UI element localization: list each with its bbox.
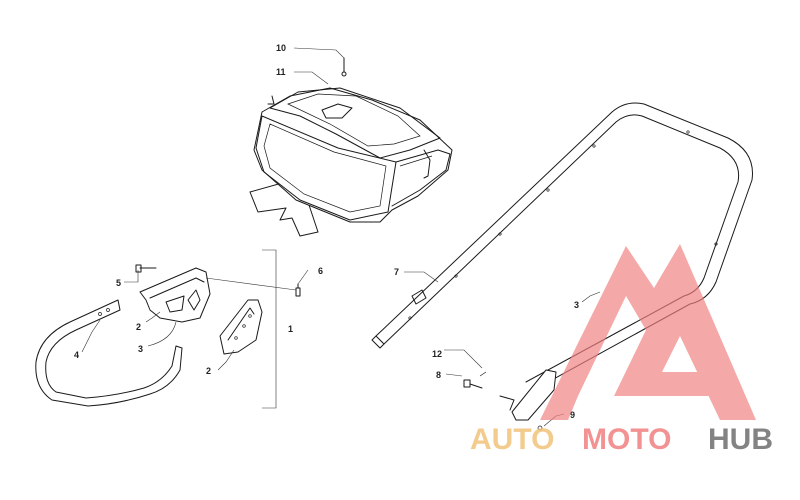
fastener-10 xyxy=(341,57,347,77)
callout-10: 10 xyxy=(276,43,286,53)
watermark-moto: MOTO xyxy=(582,423,671,456)
storage-bag xyxy=(249,87,453,237)
callout-3a: 3 xyxy=(138,344,143,354)
callout-1: 1 xyxy=(288,324,293,334)
watermark-auto: AUTO xyxy=(470,423,554,456)
callout-5: 5 xyxy=(116,278,121,288)
bracket-upper xyxy=(135,264,211,323)
callout-4: 4 xyxy=(74,350,79,360)
callouts: 10 11 5 6 1 2 3 4 2 7 3 12 8 9 xyxy=(74,43,579,420)
callout-9: 9 xyxy=(570,410,575,420)
watermark-hub: HUB xyxy=(708,423,773,456)
callout-6: 6 xyxy=(318,266,323,276)
callout-7: 7 xyxy=(394,267,399,277)
watermark-logo: AUTO MOTO HUB xyxy=(470,244,773,456)
fastener-6 xyxy=(295,283,301,297)
callout-11: 11 xyxy=(276,67,286,77)
callout-3b: 3 xyxy=(574,300,579,310)
callout-12: 12 xyxy=(432,349,442,359)
callout-2a: 2 xyxy=(136,322,141,332)
callout-2b: 2 xyxy=(206,366,211,376)
watermark-triangle-icon xyxy=(540,244,756,420)
bracket-lower xyxy=(219,299,263,355)
grab-handle xyxy=(35,299,183,407)
end-bracket xyxy=(463,369,557,431)
group-bracket-1 xyxy=(262,249,277,409)
callout-8: 8 xyxy=(436,370,441,380)
